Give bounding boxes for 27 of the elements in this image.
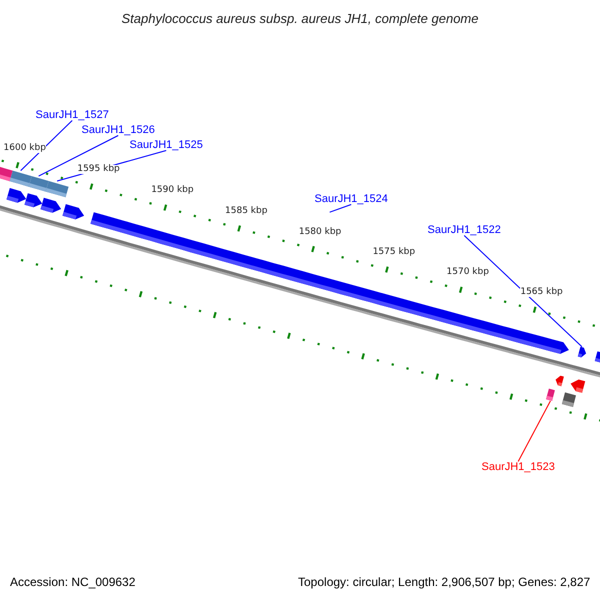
tick-label: 1575 kbp [372, 248, 416, 258]
gene-label: SaurJH1_1523 [482, 462, 555, 472]
tick-label: 1565 kbp [520, 288, 563, 298]
title: Staphylococcus aureus subsp. aureus JH1, complete genome [120, 11, 480, 26]
gene-label: SaurJH1_1524 [314, 194, 388, 204]
leader-line [464, 235, 582, 348]
accession-text: Accession: NC_009632 [10, 576, 136, 588]
gene-feature [10, 170, 32, 187]
gene-label: SaurJH1_1527 [36, 110, 109, 120]
gene-label: SaurJH1_1526 [82, 124, 155, 136]
gene-label: SaurJH1_1522 [428, 224, 501, 236]
gene-feature [28, 176, 49, 192]
tick-label: 1590 kbp [151, 186, 194, 196]
gene-label: SaurJH1_1525 [130, 140, 203, 150]
leader-line [38, 135, 119, 177]
gene-feature [46, 181, 69, 198]
gene-feature [578, 346, 586, 358]
tick-label: 1585 kbp [225, 207, 268, 216]
tick-label: 1580 kbp [298, 228, 342, 237]
leader-line [20, 120, 73, 172]
leader-line [518, 400, 551, 462]
tick-label: 1570 kbp [446, 268, 489, 278]
tick-label: 1595 kbp [77, 165, 120, 174]
genome-summary-text: Topology: circular; Length: 2,906,507 bp; Genes: 2,827 [298, 576, 590, 588]
tick-label: 1600 kbp [4, 144, 46, 154]
leader-line [329, 204, 352, 213]
gene-feature [546, 388, 555, 401]
